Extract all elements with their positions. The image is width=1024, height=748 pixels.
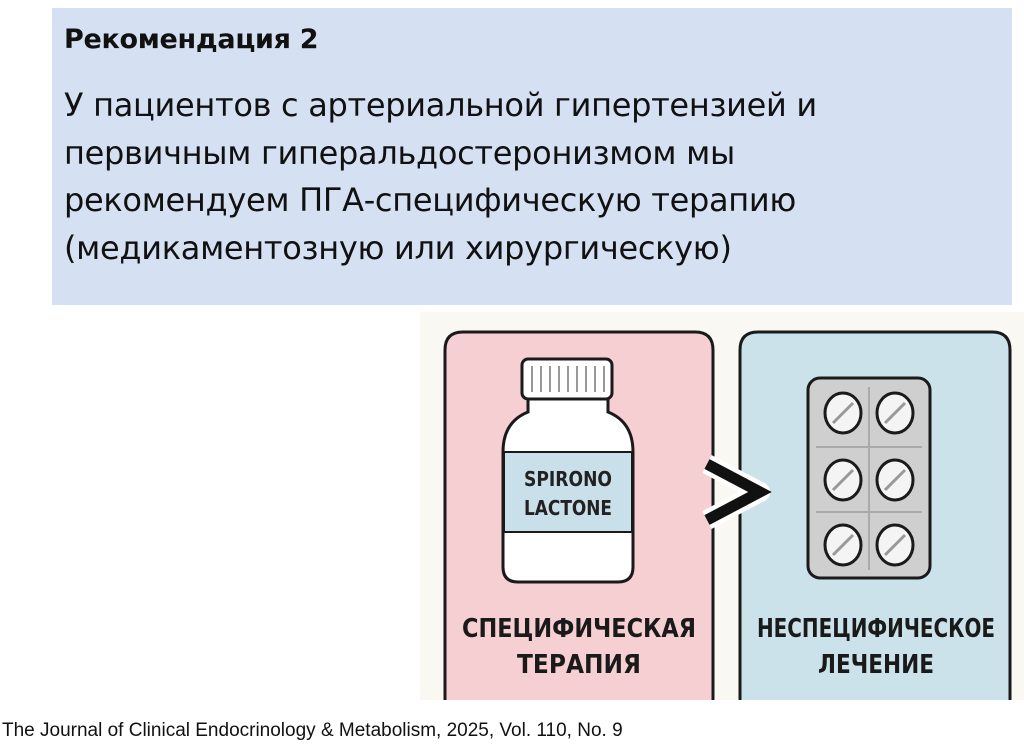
right-caption-line1: НЕСПЕЦИФИЧЕСКОЕ xyxy=(757,614,995,644)
pill-bottle-icon: SPIRONO LACTONE xyxy=(501,357,635,584)
recommendation-box: Рекомендация 2 У пациентов с артериально… xyxy=(52,8,1012,305)
recommendation-line: (медикаментозную или хирургическую) xyxy=(64,228,732,267)
greater-than-icon: > xyxy=(702,455,772,529)
recommendation-line: рекомендуем ПГА-специфическую терапию xyxy=(64,181,797,219)
blister-pack-icon xyxy=(806,376,932,580)
recommendation-text: У пациентов с артериальной гипертензией … xyxy=(64,82,1004,272)
citation: The Journal of Clinical Endocrinology & … xyxy=(2,720,623,741)
left-caption-line2: ТЕРАПИЯ xyxy=(517,650,641,680)
therapy-comparison-illustration: SPIRONO LACTONE > СПЕЦИФИЧЕСКАЯ ТЕРАПИЯ … xyxy=(420,312,1024,700)
bottle-label-line2: LACTONE xyxy=(524,496,612,520)
right-caption-line2: ЛЕЧЕНИЕ xyxy=(818,650,934,680)
recommendation-title: Рекомендация 2 xyxy=(64,24,319,55)
recommendation-line: первичным гиперальдостеронизмом мы xyxy=(64,133,735,172)
recommendation-line: У пациентов с артериальной гипертензией … xyxy=(64,86,817,124)
left-caption-line1: СПЕЦИФИЧЕСКАЯ xyxy=(462,614,696,644)
bottle-label-line1: SPIRONO xyxy=(524,467,612,491)
